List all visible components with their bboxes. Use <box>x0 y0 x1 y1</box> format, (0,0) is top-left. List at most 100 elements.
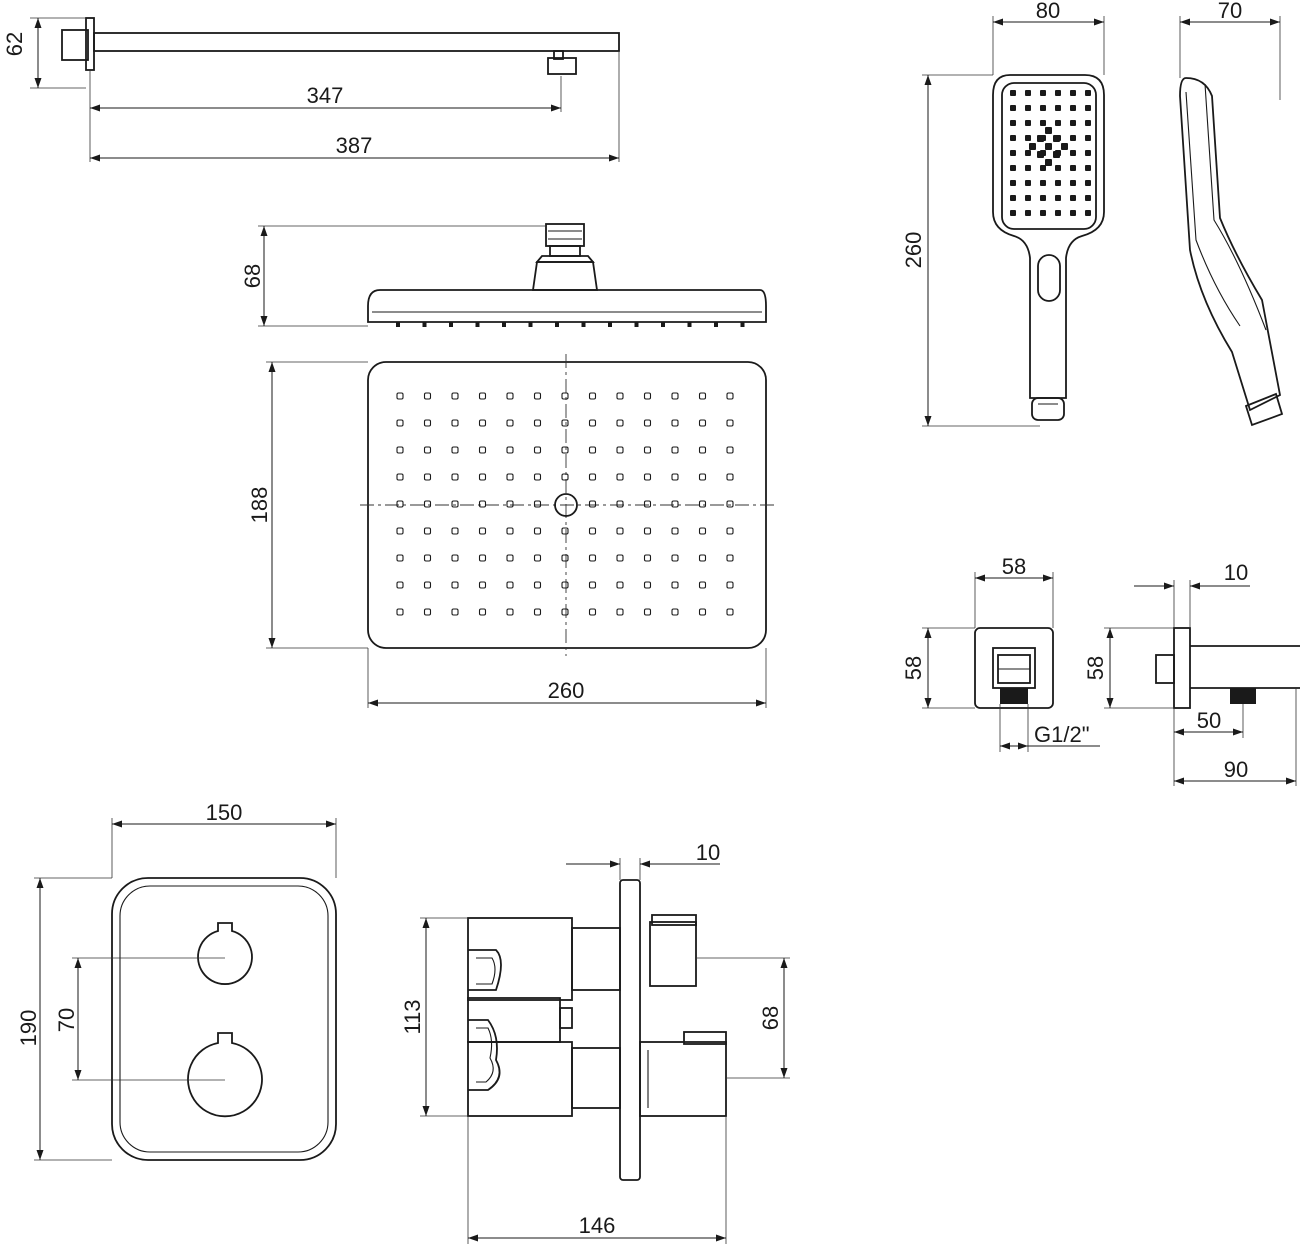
nozzle <box>533 527 542 535</box>
hand-nozzle <box>1025 135 1031 141</box>
dim-label-valve-knob-spacing: 70 <box>54 1008 79 1032</box>
nozzle <box>561 419 569 427</box>
nozzle <box>423 419 432 427</box>
nozzle <box>478 446 487 454</box>
hand-center-nozzle <box>1053 151 1060 158</box>
dim-label-valve-width: 150 <box>206 800 243 825</box>
nozzle <box>478 500 487 508</box>
nozzle <box>616 500 624 508</box>
nozzle <box>643 500 652 508</box>
nozzle <box>423 554 432 562</box>
body-upper-housing <box>467 917 573 1001</box>
nozzle <box>726 473 734 481</box>
arm-wall-block <box>61 29 89 61</box>
nozzle <box>506 446 514 454</box>
nozzle <box>616 446 624 454</box>
nozzle-tip <box>422 322 427 327</box>
shower-head-side-view: 68 <box>240 223 767 327</box>
head-ball-joint <box>531 261 599 291</box>
dim-label-body-outlet-spacing: 68 <box>758 1006 783 1030</box>
dim-label-hand-width: 80 <box>1036 0 1060 23</box>
hand-nozzle <box>1055 90 1061 96</box>
nozzle <box>561 608 569 616</box>
hand-nozzle <box>1010 150 1016 156</box>
body-upper-cartridge <box>468 949 502 991</box>
nozzle <box>533 581 542 589</box>
hand-nozzle <box>1085 120 1091 126</box>
body-cover-plate <box>619 879 641 1181</box>
nozzle-tip <box>555 322 559 327</box>
dim-label-outlet-thread: G1/2" <box>1034 722 1090 747</box>
head-connector-nut <box>545 223 585 247</box>
hand-nozzle <box>1085 150 1091 156</box>
shower-arm-view: 62 347 387 <box>2 17 620 162</box>
dim-label-head-height: 68 <box>240 264 265 288</box>
nozzle <box>561 581 569 589</box>
arm-outlet-nut <box>547 57 577 75</box>
hand-shower-outline <box>992 74 1105 399</box>
nozzle <box>588 500 597 508</box>
nozzle-tip <box>528 322 533 327</box>
hand-nozzle <box>1070 180 1076 186</box>
body-upper-outlet <box>649 921 697 987</box>
nozzle <box>698 500 707 508</box>
nozzle-tip <box>687 322 692 327</box>
nozzle <box>396 608 404 616</box>
nozzle <box>423 527 432 535</box>
nozzle <box>643 392 652 400</box>
hand-nozzle <box>1040 90 1046 96</box>
nozzle <box>533 473 542 481</box>
nozzle <box>451 608 459 616</box>
hand-nozzle <box>1025 105 1031 111</box>
outlet-side-nut <box>1155 654 1175 684</box>
nozzle <box>423 446 432 454</box>
nozzle <box>726 527 734 535</box>
dim-label-outlet-plate: 10 <box>1224 560 1248 585</box>
hand-nozzle <box>1055 105 1061 111</box>
hand-nozzle <box>1070 210 1076 216</box>
nozzle <box>616 608 624 616</box>
nozzle <box>726 392 734 400</box>
nozzle-tip <box>475 322 480 327</box>
hand-nozzle <box>1070 120 1076 126</box>
wall-outlet-front-view: 58 58 G1/2" <box>901 554 1100 752</box>
nozzle <box>478 554 487 562</box>
nozzle-tip <box>634 322 639 327</box>
hand-nozzle <box>1055 120 1061 126</box>
nozzle <box>506 527 514 535</box>
nozzle <box>671 419 679 427</box>
nozzle <box>643 527 652 535</box>
nozzle <box>423 392 432 400</box>
hand-nozzle <box>1085 180 1091 186</box>
hand-nozzle <box>1070 135 1076 141</box>
nozzle-tip <box>740 322 745 327</box>
nozzle <box>451 446 459 454</box>
nozzle-tip <box>661 322 665 327</box>
nozzle-tip <box>502 322 506 327</box>
valve-front-view: 150 190 70 <box>16 800 337 1161</box>
nozzle <box>533 446 542 454</box>
nozzle <box>423 473 432 481</box>
hand-nozzle <box>1040 120 1046 126</box>
hand-nozzle <box>1010 165 1016 171</box>
hand-nozzle <box>1085 210 1091 216</box>
head-center-nozzle <box>554 493 578 517</box>
nozzle-tip <box>396 322 400 327</box>
nozzle <box>478 527 487 535</box>
hand-nozzle <box>1025 120 1031 126</box>
nozzle <box>506 419 514 427</box>
hand-nozzle <box>1010 180 1016 186</box>
nozzle <box>698 527 707 535</box>
nozzle <box>533 500 542 508</box>
nozzle <box>643 473 652 481</box>
hand-nozzle <box>1085 135 1091 141</box>
nozzle <box>698 581 707 589</box>
hand-center-nozzle <box>1037 135 1044 142</box>
hand-nozzle <box>1040 180 1046 186</box>
nozzle-tip <box>608 322 612 327</box>
nozzle <box>423 581 432 589</box>
head-nozzle-grid <box>396 392 734 616</box>
dim-label-arm-387: 387 <box>336 133 373 158</box>
nozzle <box>698 473 707 481</box>
nozzle <box>698 392 707 400</box>
